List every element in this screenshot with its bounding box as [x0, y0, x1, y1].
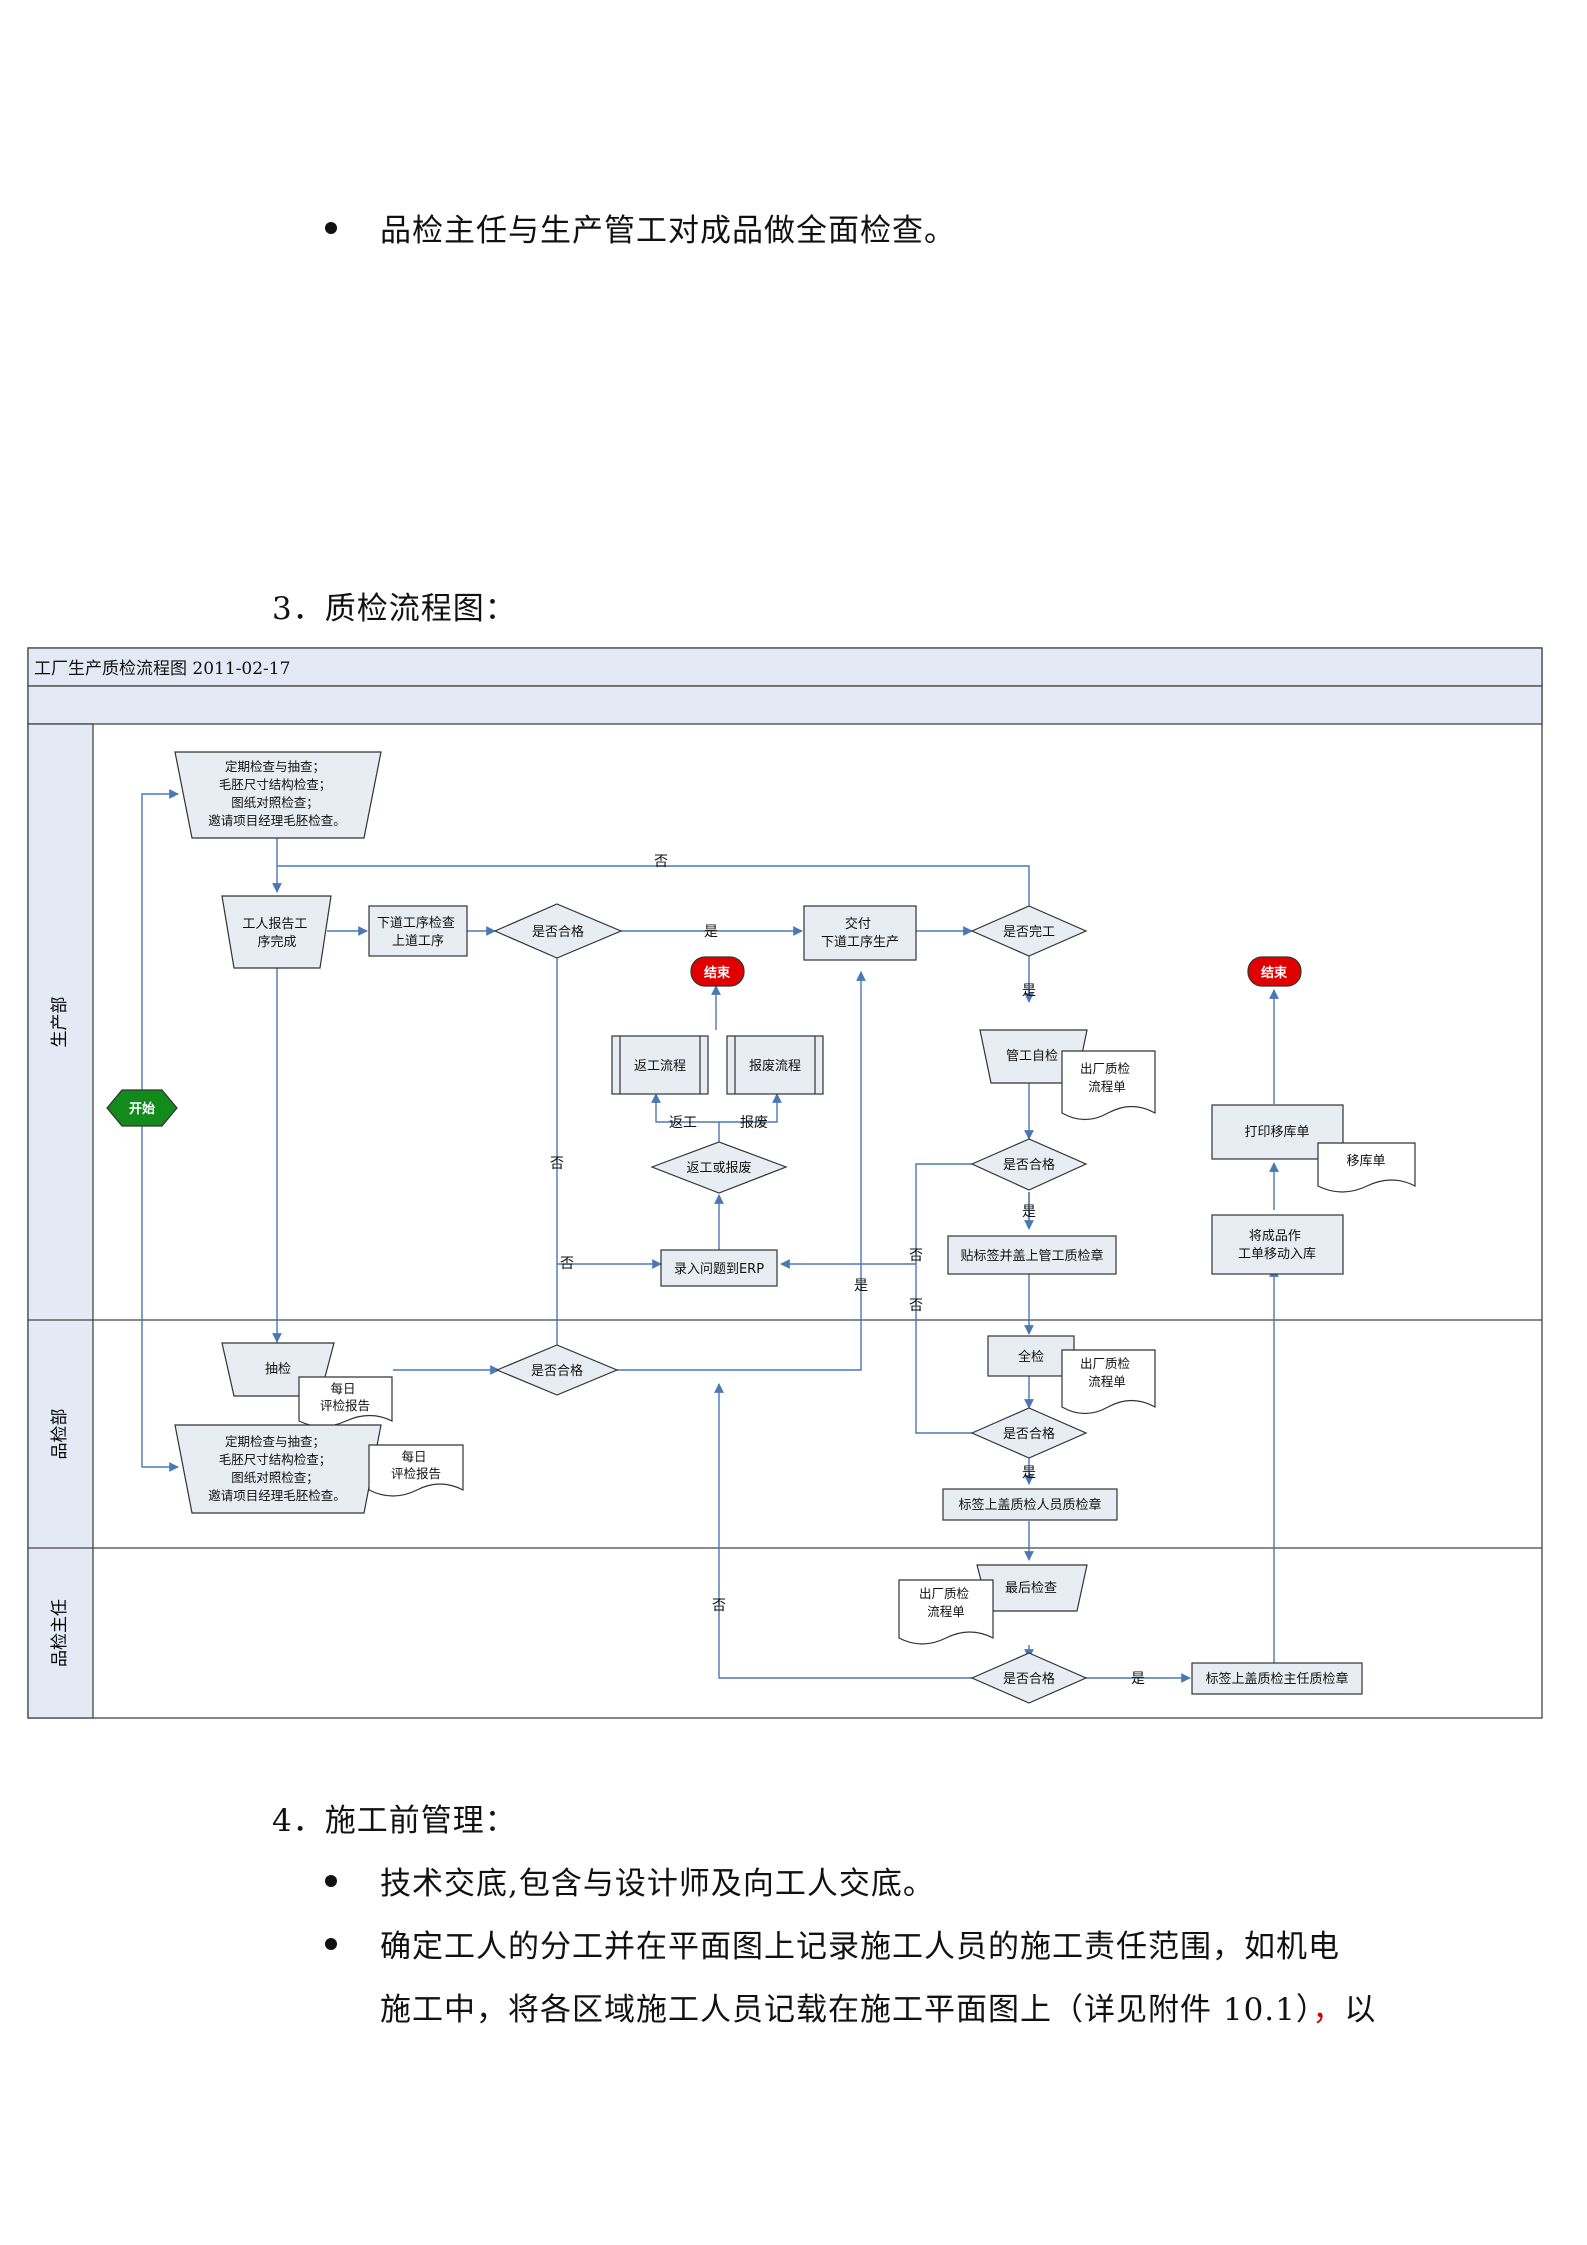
edge-label-scrap: 报废 [740, 1115, 768, 1131]
svg-text:每日 评检报告: 每日 评检报告 [320, 1381, 370, 1413]
edge-label-yes: 是 [1022, 1465, 1036, 1481]
edge-label-yes: 是 [854, 1278, 868, 1294]
worker-report-node: 工人报告工 序完成 [221, 895, 332, 969]
bullet-text: 技术交底,包含与设计师及向工人交底。 [380, 1866, 935, 1902]
edge-label-no: 否 [654, 854, 668, 870]
decision-qualified-5: 是否合格 [970, 1652, 1088, 1704]
svg-text:是否合格: 是否合格 [1003, 1426, 1055, 1442]
label-manager-stamp-node: 贴标签并盖上管工质检章 [947, 1235, 1117, 1275]
bullet-text: 品检主任与生产管工对成品做全面检查。 [380, 213, 956, 249]
svg-text:交付 下道工序生产: 交付 下道工序生产 [821, 916, 899, 950]
svg-text:标签上盖质检主任质检章: 标签上盖质检主任质检章 [1205, 1671, 1348, 1687]
next-process-check-node: 下道工序检查 上道工序 [368, 905, 468, 957]
svg-text:出厂质检 流程单: 出厂质检 流程单 [919, 1586, 973, 1619]
svg-text:出厂质检 流程单: 出厂质检 流程单 [1080, 1356, 1134, 1389]
edge-label-no: 否 [560, 1256, 574, 1272]
flowchart-title: 工厂生产质检流程图 2011-02-17 [34, 659, 290, 679]
text-segment: 施工中，将各区域施工人员记载在施工平面图上（详见附件 10.1） [380, 1992, 1313, 2028]
svg-text:抽检: 抽检 [265, 1362, 291, 1377]
lane-director: 品检主任 [50, 1599, 70, 1667]
edge-label-no: 否 [550, 1156, 564, 1172]
daily-report-1: 每日 评检报告 [298, 1376, 393, 1428]
section-heading: 3．质检流程图： [272, 591, 517, 627]
edge-label-yes: 是 [1131, 1671, 1145, 1687]
svg-text:开始: 开始 [129, 1101, 155, 1117]
lane-qc: 品检部 [50, 1409, 70, 1460]
slip-document: 移库单 [1317, 1142, 1416, 1193]
svg-text:是否合格: 是否合格 [531, 1363, 583, 1379]
inspection-manual-node-bottom: 定期检查与抽查； 毛胚尺寸结构检查； 图纸对照检查； 邀请项目经理毛胚检查。 [174, 1424, 382, 1514]
edge-label-no: 否 [909, 1298, 923, 1314]
decision-qualified-3: 是否合格 [495, 1344, 619, 1396]
bullet-text-continued: 施工中，将各区域施工人员记载在施工平面图上（详见附件 10.1），以 [380, 1984, 1376, 2029]
decision-qualified-2: 是否合格 [970, 1138, 1088, 1191]
svg-text:标签上盖质检人员质检章: 标签上盖质检人员质检章 [958, 1497, 1101, 1513]
end-node-2: 结束 [1247, 956, 1302, 987]
svg-text:返工流程: 返工流程 [634, 1059, 686, 1074]
svg-text:定期检查与抽查； 毛胚尺寸结构检查；: 定期检查与抽查； 毛胚尺寸结构检查； 图纸对照检查； 邀请项目经理毛胚检查。 [208, 759, 346, 828]
edge-label-yes: 是 [704, 924, 718, 940]
svg-text:最后检查: 最后检查 [1005, 1581, 1057, 1596]
document-out-2: 出厂质检 流程单 [1061, 1349, 1156, 1415]
red-comma: ， [1312, 1992, 1345, 2028]
decision-qualified-1: 是否合格 [493, 903, 623, 959]
svg-text:报废流程: 报废流程 [749, 1058, 801, 1074]
svg-text:是否合格: 是否合格 [1003, 1157, 1055, 1173]
text-segment: 以 [1344, 1992, 1377, 2028]
svg-text:是否完工: 是否完工 [1003, 925, 1055, 940]
decision-qualified-4: 是否合格 [970, 1407, 1088, 1459]
svg-text:移库单: 移库单 [1346, 1153, 1385, 1169]
scrap-flow-node: 报废流程 [726, 1035, 824, 1095]
svg-text:打印移库单: 打印移库单 [1244, 1124, 1309, 1140]
svg-text:下道工序检查 上道工序: 下道工序检查 上道工序 [377, 916, 459, 949]
bullet-dot [325, 1938, 337, 1950]
bullet-text: 确定工人的分工并在平面图上记录施工人员的施工责任范围，如机电 [380, 1929, 1340, 1965]
label-director-stamp-node: 标签上盖质检主任质检章 [1191, 1662, 1363, 1695]
inspection-manual-node-top: 定期检查与抽查； 毛胚尺寸结构检查； 图纸对照检查； 邀请项目经理毛胚检查。 [174, 751, 382, 839]
svg-text:每日 评检报告: 每日 评检报告 [391, 1449, 441, 1481]
erp-node: 录入问题到ERP [660, 1249, 778, 1287]
bullet-dot [325, 1875, 337, 1887]
full-check-node: 全检 [987, 1335, 1075, 1377]
svg-text:返工或报废: 返工或报废 [686, 1160, 751, 1176]
decision-finished: 是否完工 [970, 905, 1088, 957]
edge-label-no: 否 [712, 1598, 726, 1614]
daily-report-2: 每日 评检报告 [368, 1444, 464, 1497]
label-qc-stamp-node: 标签上盖质检人员质检章 [942, 1488, 1118, 1521]
document-out-1: 出厂质检 流程单 [1061, 1050, 1156, 1121]
end-node-1: 结束 [690, 956, 745, 987]
final-check-node: 最后检查 [976, 1564, 1088, 1612]
start-node: 开始 [106, 1089, 178, 1127]
move-stock-node: 将成品作 工单移动入库 [1211, 1214, 1344, 1275]
svg-text:定期检查与抽查； 毛胚尺寸结构检查；: 定期检查与抽查； 毛胚尺寸结构检查； 图纸对照检查； 邀请项目经理毛胚检查。 [208, 1434, 346, 1503]
svg-text:是否合格: 是否合格 [532, 924, 584, 940]
manager-self-check-node: 管工自检 [979, 1029, 1088, 1084]
bullet-dot [325, 222, 337, 234]
svg-text:录入问题到ERP: 录入问题到ERP [674, 1262, 764, 1277]
svg-text:结束: 结束 [704, 965, 731, 981]
document-out-3: 出厂质检 流程单 [898, 1579, 994, 1645]
section-heading: 4．施工前管理： [272, 1803, 517, 1839]
connectors [141, 789, 1279, 1683]
rework-flow-node: 返工流程 [611, 1035, 709, 1095]
svg-text:出厂质检 流程单: 出厂质检 流程单 [1080, 1061, 1134, 1094]
edge-label-yes: 是 [1022, 1204, 1036, 1220]
deliver-node: 交付 下道工序生产 [803, 905, 917, 961]
lane-production: 生产部 [50, 997, 70, 1048]
svg-text:将成品作 工单移动入库: 将成品作 工单移动入库 [1238, 1229, 1316, 1262]
svg-text:贴标签并盖上管工质检章: 贴标签并盖上管工质检章 [960, 1248, 1103, 1264]
edge-label-yes: 是 [1022, 983, 1036, 999]
svg-text:是否合格: 是否合格 [1003, 1671, 1055, 1687]
svg-text:全检: 全检 [1018, 1349, 1044, 1365]
svg-text:工人报告工 序完成: 工人报告工 序完成 [242, 917, 311, 950]
edge-label-no: 否 [909, 1248, 923, 1264]
svg-text:管工自检: 管工自检 [1006, 1049, 1058, 1064]
svg-text:结束: 结束 [1261, 965, 1288, 981]
decision-rework-or-scrap: 返工或报废 [650, 1141, 788, 1194]
edge-label-rework: 返工 [669, 1115, 697, 1131]
